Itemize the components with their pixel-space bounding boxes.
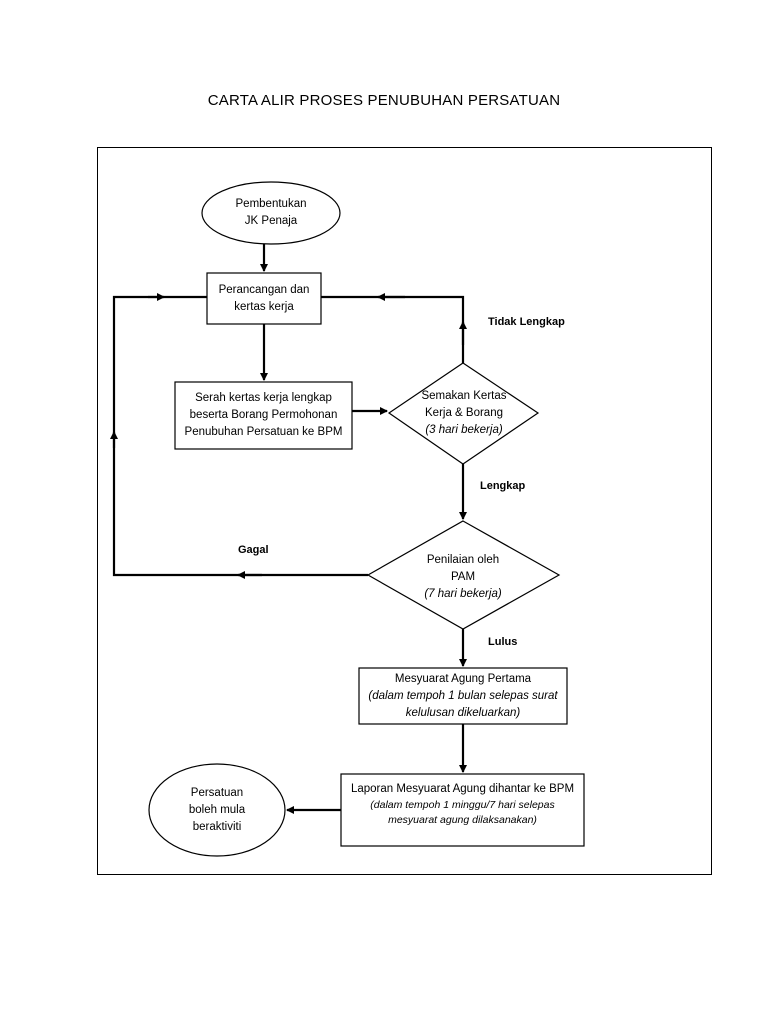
draft-node: Perancangan dan kertas kerja [207, 273, 321, 324]
submit-line1: Serah kertas kerja lengkap [195, 392, 332, 404]
assess-node: Penilaian oleh PAM (7 hari bekerja) [393, 548, 533, 606]
assess-line3: (7 hari bekerja) [424, 587, 502, 600]
check-line2: Kerja & Borang [425, 406, 503, 419]
assess-line1: Penilaian oleh [426, 553, 500, 566]
report-node: Laporan Mesyuarat Agung dihantar ke BPM … [341, 774, 584, 834]
check-node: Semakan Kertas Kerja & Borang (3 hari be… [399, 383, 529, 443]
agm-node: Mesyuarat Agung Pertama (dalam tempoh 1 … [359, 668, 567, 724]
page-title: CARTA ALIR PROSES PENUBUHAN PERSATUAN [207, 92, 561, 109]
arrow-check-incomplete [321, 295, 465, 363]
check-line3: (3 hari bekerja) [425, 423, 503, 436]
start-line1: Pembentukan [235, 198, 307, 210]
end-ellipse [148, 763, 286, 857]
end-line2: boleh mula [188, 803, 246, 816]
submit-line2: beserta Borang Permohonan [189, 409, 338, 421]
end-line3: beraktiviti [192, 820, 242, 833]
end-node: Persatuan boleh mula beraktiviti [152, 770, 282, 850]
submit-box [174, 381, 353, 450]
end-line1: Persatuan [190, 786, 244, 799]
draft-line1: Perancangan dan [218, 283, 310, 296]
start-line2: JK Penaja [244, 215, 298, 227]
agm-line1: Mesyuarat Agung Pertama [394, 672, 532, 685]
check-line1: Semakan Kertas [421, 389, 507, 402]
submit-line3: Penubuhan Persatuan ke BPM [184, 426, 343, 438]
label-fail: Gagal [238, 544, 269, 556]
draft-line2: kertas kerja [234, 300, 294, 313]
agm-line3: kelulusan dikeluarkan) [405, 706, 521, 719]
agm-line2: (dalam tempoh 1 bulan selepas surat [368, 689, 558, 702]
start-node: Pembentukan JK Penaja [203, 184, 339, 242]
assess-line2: PAM [450, 570, 476, 583]
diagram-frame [97, 147, 712, 875]
report-line2: (dalam tempoh 1 minggu/7 hari selepas [370, 798, 555, 811]
start-ellipse [201, 181, 341, 245]
label-complete: Lengkap [480, 480, 526, 492]
label-pass: Lulus [488, 636, 518, 648]
report-line3: mesyuarat agung dilaksanakan) [388, 813, 537, 826]
submit-node: Serah kertas kerja lengkap beserta Boran… [175, 382, 352, 449]
label-incomplete: Tidak Lengkap [488, 316, 565, 328]
report-line1: Laporan Mesyuarat Agung dihantar ke BPM [350, 782, 575, 795]
